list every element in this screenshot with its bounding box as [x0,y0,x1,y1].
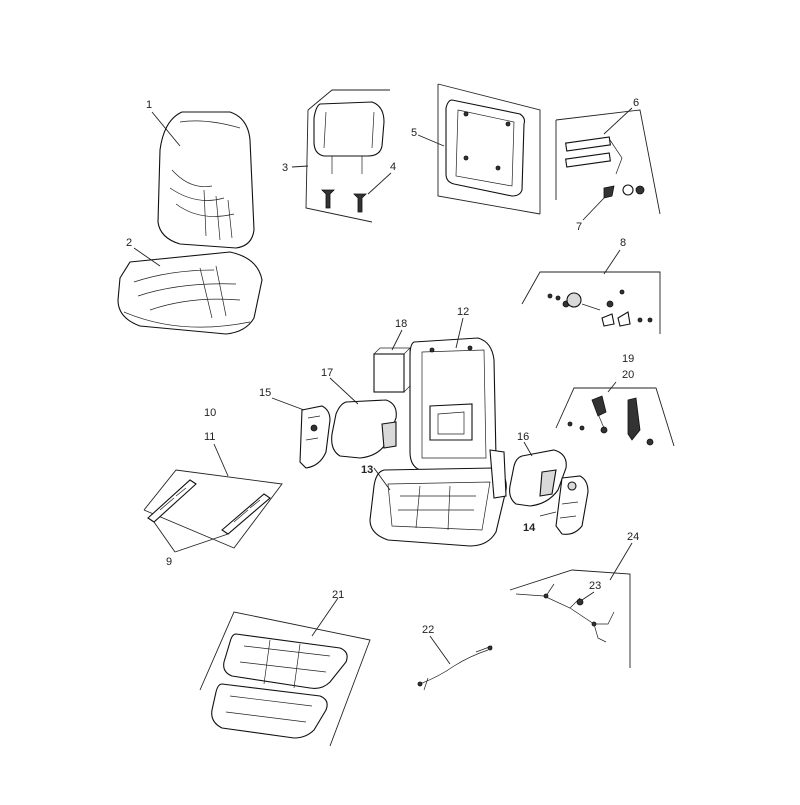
part-19-20-belt-parts [555,387,675,447]
part-14-side-cover [555,475,589,535]
callout-17: 17 [321,367,333,379]
part-8-recline-mechanism [521,271,661,334]
callout-13: 13 [361,464,373,476]
leader-lines [133,107,633,665]
callout-23: 23 [589,580,601,592]
callout-6: 6 [633,97,639,109]
callout-24: 24 [627,531,639,543]
part-12-seat-frame [409,337,497,473]
part-6-lumbar-mechanism [555,109,661,215]
part-23-connector [576,598,584,606]
callout-9: 9 [166,556,172,568]
callout-15: 15 [259,387,271,399]
callout-21: 21 [332,589,344,601]
part-22-cable [417,645,493,691]
part-18-block [373,347,411,393]
part-21-suspension-base [199,611,371,747]
part-9-10-11-slide-rails [143,469,283,549]
callout-22: 22 [422,624,434,636]
part-1-backrest-cushion [157,111,255,249]
callout-4: 4 [390,161,396,173]
part-13-seat-base-frame [369,449,507,547]
callout-7: 7 [576,221,582,233]
callout-2: 2 [126,237,132,249]
callout-8: 8 [620,237,626,249]
part-17-left-armrest [331,399,397,459]
callout-16: 16 [517,431,529,443]
callout-10: 10 [204,407,216,419]
part-15-side-cover [299,405,331,469]
part-24-wiring-harness [509,569,631,668]
callout-5: 5 [411,127,417,139]
part-16-right-armrest [509,449,567,507]
callout-20: 20 [622,369,634,381]
part-3-headrest [305,89,390,223]
callout-labels: 1 2 3 4 5 6 7 8 9 10 11 12 13 14 15 16 1… [126,97,639,636]
callout-1: 1 [146,99,152,111]
callout-19: 19 [622,353,634,365]
callout-3: 3 [282,162,288,174]
part-2-seat-cushion [117,251,263,335]
callout-11: 11 [204,431,215,443]
callout-14: 14 [523,522,536,534]
callout-18: 18 [395,318,407,330]
part-5-back-panel [437,83,541,215]
callout-12: 12 [457,306,469,318]
